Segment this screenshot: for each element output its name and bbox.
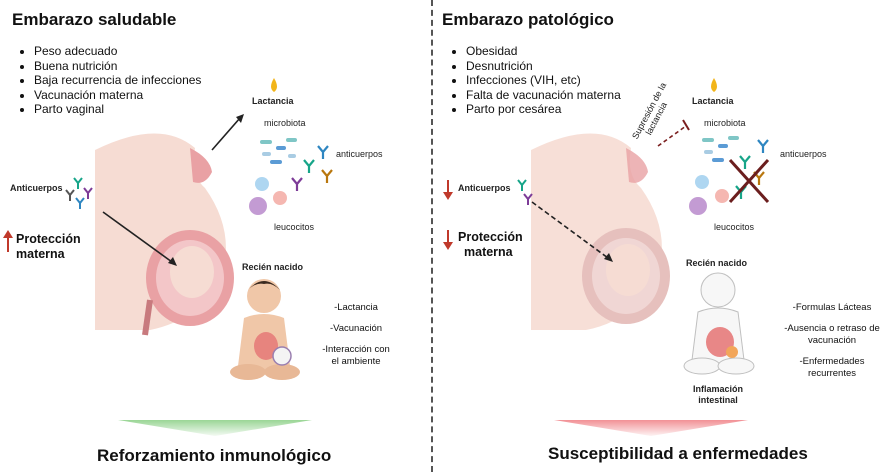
list-item: Falta de vacunación materna (466, 88, 621, 103)
microbiota-label: microbiota (704, 118, 746, 128)
healthy-pregnancy-panel: Embarazo saludable Peso adecuado Buena n… (0, 0, 432, 472)
newborn-label: Recién nacido (686, 258, 748, 268)
suppression-line (657, 125, 687, 147)
milk-drop-icon (711, 78, 717, 92)
leukocytes-icon (689, 175, 729, 215)
fetus (606, 244, 650, 296)
protection-line-1: Protección (16, 232, 81, 246)
list-item: Infecciones (VIH, etc) (466, 73, 621, 88)
panel-footer: Reforzamiento inmunológico (97, 446, 332, 465)
panel-footer: Susceptibilidad a enfermedades (548, 444, 808, 463)
inflammation-line-2: intestinal (698, 395, 738, 405)
list-item: -Interacción con el ambiente (322, 344, 390, 367)
intestinal-inflammation-label: Inflamación intestinal (680, 384, 756, 406)
list-item: Buena nutrición (34, 59, 201, 74)
arrow-head (604, 253, 613, 262)
protection-line-1: Protección (458, 230, 523, 244)
antibodies-icon (517, 179, 533, 205)
maternal-protection-label: Protección materna (16, 232, 81, 262)
leukocytes-label: leucocitos (714, 222, 755, 232)
arrow-head (443, 242, 453, 250)
breast (626, 148, 648, 183)
antibodies-small-label: anticuerpos (780, 149, 827, 159)
inhibition-bar (682, 119, 690, 131)
fetus (170, 246, 214, 298)
microbiota-icon (260, 138, 297, 164)
list-item: -Formulas Lácteas (792, 302, 872, 313)
list-item: -Lactancia (334, 302, 378, 313)
list-item: Vacunación materna (34, 88, 201, 103)
leukocytes-label: leucocitos (274, 222, 315, 232)
microbiota-label: microbiota (264, 118, 306, 128)
leukocytes-icon (249, 177, 287, 215)
list-item: Desnutrición (466, 59, 621, 74)
arrow-to-lactancia (211, 117, 241, 151)
list-item: Obesidad (466, 44, 621, 59)
microbiota-icon (702, 136, 739, 162)
newborn-factors: -Lactancia -Vacunación -Interacción con … (318, 302, 394, 377)
antibodies-icon (291, 145, 333, 191)
arrow-head (236, 114, 244, 123)
pregnancy-illustration (443, 78, 770, 436)
birth-canal (142, 299, 153, 336)
list-item: Parto vaginal (34, 102, 201, 117)
antibodies-label: Anticuerpos (10, 183, 63, 193)
antibody-arrow (102, 211, 173, 263)
maternal-protection-label: Protección materna (458, 230, 523, 260)
antibodies-icon (65, 177, 93, 209)
arrow-head (3, 230, 13, 238)
panel-title: Embarazo saludable (12, 10, 177, 29)
arrow-head (443, 192, 453, 200)
list-item: -Ausencia o retraso de vacunación (784, 323, 880, 346)
arrow-head (168, 257, 177, 266)
baby-illustration (230, 279, 300, 380)
inflammation-line-1: Inflamación (692, 384, 743, 394)
footer-arrow (554, 420, 748, 436)
list-item: -Enfermedades recurrentes (799, 356, 865, 379)
pregnancy-illustration (3, 78, 333, 436)
protection-line-2: materna (464, 245, 513, 259)
inflammation-icon (726, 346, 738, 358)
protection-line-2: materna (16, 247, 65, 261)
panel-divider (431, 0, 433, 472)
footer-arrow (118, 420, 312, 436)
list-item: -Vacunación (329, 323, 383, 334)
antibodies-small-label: anticuerpos (336, 149, 383, 159)
pathological-pregnancy-panel: Embarazo patológico Obesidad Desnutrició… (436, 0, 884, 472)
lactancia-label: Lactancia (252, 96, 294, 106)
antibodies-label: Anticuerpos (458, 183, 511, 193)
factor-list: Peso adecuado Buena nutrición Baja recur… (20, 44, 201, 117)
panel-title: Embarazo patológico (442, 10, 614, 29)
newborn-factors: -Formulas Lácteas -Ausencia o retraso de… (780, 302, 884, 389)
breast (190, 148, 212, 183)
baby-illustration (683, 272, 755, 375)
list-item: Parto por cesárea (466, 102, 621, 117)
newborn-label: Recién nacido (242, 262, 304, 272)
lactancia-label: Lactancia (692, 96, 734, 106)
cross-icon (728, 158, 770, 204)
list-item: Baja recurrencia de infecciones (34, 73, 201, 88)
list-item: Peso adecuado (34, 44, 201, 59)
milk-drop-icon (271, 78, 277, 92)
factor-list: Obesidad Desnutrición Infecciones (VIH, … (452, 44, 621, 117)
